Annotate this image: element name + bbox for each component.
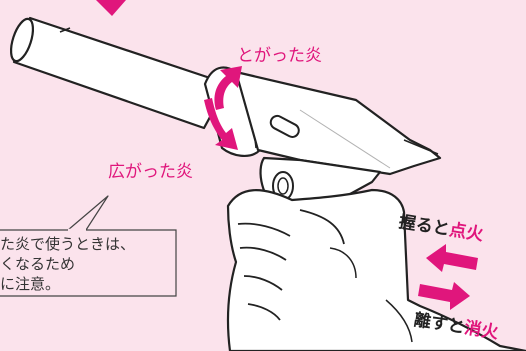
note-line-1: た炎で使うときは、 xyxy=(0,235,136,253)
note-line-2: くなるため xyxy=(0,255,76,273)
label-wide-flame: 広がった炎 xyxy=(108,162,193,182)
grip-arrow xyxy=(426,244,478,272)
torch-barrel xyxy=(9,16,230,130)
rotate-arrows xyxy=(204,66,242,150)
label-narrow-flame: とがった炎 xyxy=(237,46,322,66)
torch-body xyxy=(234,70,442,176)
caution-note: た炎で使うときは、 くなるため に注意。 xyxy=(0,228,174,294)
hand xyxy=(226,188,526,351)
grip-release-arrows xyxy=(418,244,478,310)
release-arrow xyxy=(418,282,470,310)
note-line-3: に注意。 xyxy=(0,275,61,293)
vent-slot xyxy=(269,114,300,138)
callout-tail xyxy=(67,195,109,231)
pointer-arrow xyxy=(96,0,126,16)
